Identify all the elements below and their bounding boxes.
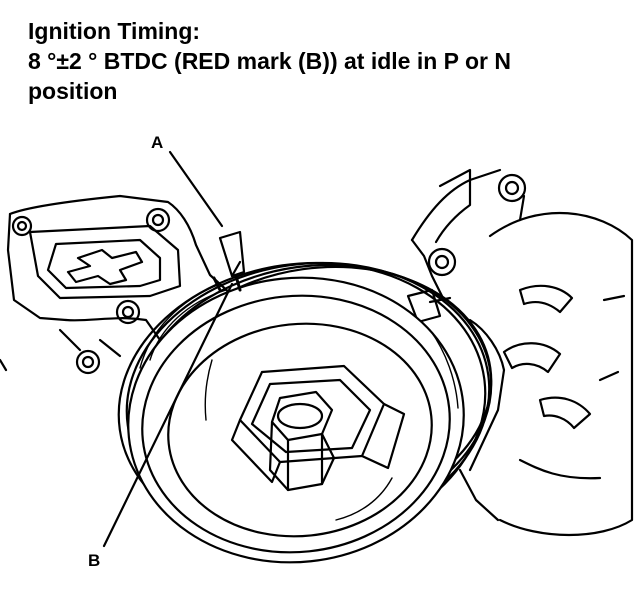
callout-label-b: B (88, 551, 100, 570)
callout-label-a: A (151, 133, 163, 152)
leader-b (102, 282, 234, 548)
caption-spec: 8 °±2 ° BTDC (RED mark (B)) at idle in P… (28, 48, 511, 74)
caption-title: Ignition Timing: (28, 18, 201, 44)
engine-block-right (406, 168, 634, 537)
crankshaft-pulley (117, 261, 493, 564)
timing-pointer (218, 230, 246, 278)
callout-leaders (102, 150, 234, 548)
engine-cover (0, 194, 234, 375)
figure-caption: Ignition Timing: 8 °±2 ° BTDC (RED mark … (28, 16, 628, 106)
caption-spec-continued: position (28, 78, 118, 104)
leader-a (168, 150, 224, 228)
